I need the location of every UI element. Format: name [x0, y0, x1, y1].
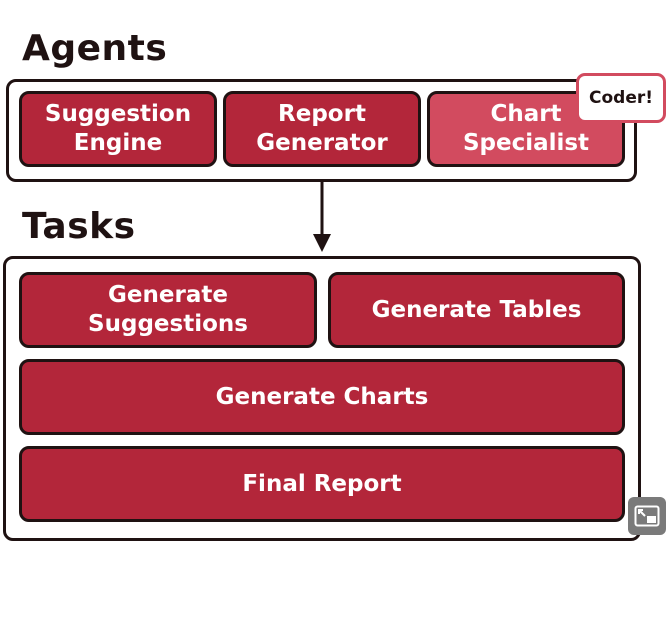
picture-in-picture-icon[interactable]: [628, 497, 666, 535]
task-generate-charts: Generate Charts: [19, 359, 625, 435]
task-label: Generate Tables: [371, 296, 582, 323]
agent-label-line1: Chart: [490, 101, 562, 127]
agents-heading: Agents: [22, 28, 168, 69]
agent-label-line1: Suggestion: [44, 101, 192, 127]
task-label: Generate Charts: [215, 383, 429, 410]
task-final-report: Final Report: [19, 446, 625, 522]
tasks-heading: Tasks: [22, 206, 136, 247]
task-generate-tables: Generate Tables: [328, 272, 625, 348]
task-label-line2: Suggestions: [88, 311, 248, 337]
coder-badge: Coder!: [576, 73, 666, 123]
task-generate-suggestions: Generate Suggestions: [19, 272, 317, 348]
agent-label-line2: Generator: [256, 130, 388, 156]
agent-report-generator: Report Generator: [223, 91, 421, 167]
task-label: Final Report: [242, 470, 402, 497]
agent-label-line1: Report: [278, 101, 366, 127]
agent-label-line2: Specialist: [462, 130, 590, 156]
agent-suggestion-engine: Suggestion Engine: [19, 91, 217, 167]
task-label-line1: Generate: [108, 282, 228, 308]
agent-label-line2: Engine: [73, 130, 163, 156]
